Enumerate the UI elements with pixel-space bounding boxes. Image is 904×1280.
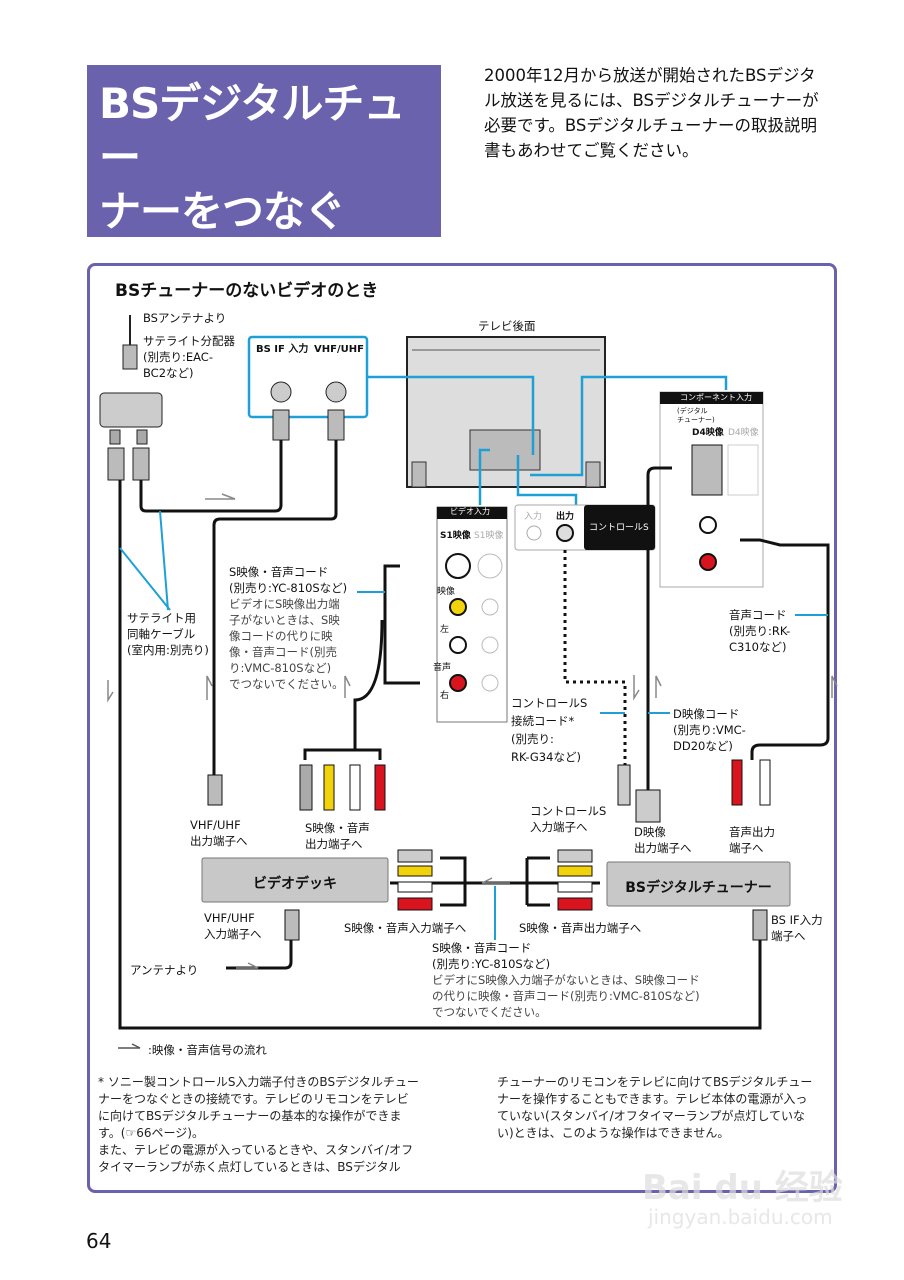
intro-text: 2000年12月から放送が開始されたBSデジタ ル放送を見るには、BSデジタルチ…	[484, 66, 819, 160]
s-video-audio-in-label: S映像・音声入力端子へ	[344, 921, 467, 935]
d4-video-2-label: D4映像	[728, 428, 759, 438]
right-label: 右	[440, 691, 450, 701]
page-title: BSデジタルチュー ナーをつなぐ	[99, 79, 405, 236]
bottom-cord-note: ビデオにS映像入力端子がないときは、S映像コード の代りに映像・音声コード(別売…	[432, 973, 700, 1019]
bs-if-input-label: BS IF 入力	[256, 344, 309, 355]
vhf-uhf-out-label: VHF/UHF 出力端子へ	[190, 818, 248, 848]
d4-video-1-label: D4映像	[692, 428, 724, 438]
footnote-left: * ソニー製コントロールS入力端子付きのBSデジタルチュー ナーをつなぐときの接…	[98, 1075, 419, 1174]
bs-tuner-label: BSデジタルチューナー	[625, 880, 772, 896]
baidu-watermark-url: jingyan.baidu.com	[648, 1205, 833, 1229]
audio-out-label: 音声出力 端子へ	[729, 825, 775, 855]
footnote-right: チューナーのリモコンをテレビに向けてBSデジタルチュー ナーを操作することもでき…	[497, 1075, 813, 1140]
vhf-uhf-in-label: VHF/UHF 入力端子へ	[204, 911, 262, 941]
bs-antenna-label: BSアンテナより	[143, 311, 227, 325]
left-label: 左	[440, 625, 450, 635]
audio-cord-label: 音声コード (別売り:RK- C310など)	[729, 608, 791, 654]
section-title: BSチューナーのないビデオのとき	[115, 281, 379, 301]
from-antenna-label: アンテナより	[130, 963, 199, 977]
audio-label: 音声	[433, 663, 452, 673]
d-video-cord-label: D映像コード (別売り:VMC- DD20など)	[673, 707, 746, 753]
control-s-cord-label: コントロールS 接続コード* (別売り: RK-G34など)	[511, 696, 588, 764]
d-video-out-label: D映像 出力端子へ	[634, 825, 692, 855]
video-deck-label: ビデオデッキ	[253, 876, 337, 892]
video-label: 映像	[437, 587, 456, 597]
tv-rear-illustration	[406, 336, 606, 488]
s-video-cord-title: S映像・音声コード (別売り:YC-810Sなど)	[229, 565, 348, 595]
control-out-label: 出力	[556, 512, 575, 522]
s-video-cord-note: ビデオにS映像出力端 子がないときは、S映 像コードの代りに映 像・音声コード(…	[229, 597, 344, 691]
control-s-label: コントロールS	[589, 523, 649, 533]
control-s-in-label: コントロールS 入力端子へ	[530, 804, 607, 834]
diagram-frame	[87, 263, 837, 1193]
video-input-panel	[436, 506, 508, 723]
splitter-label: サテライト分配器 (別売り:EAC- BC2など)	[143, 334, 235, 380]
bs-tuner-box	[606, 861, 791, 907]
bottom-cord-title: S映像・音声コード (別売り:YC-810Sなど)	[432, 941, 551, 971]
satellite-cable-label: サテライト用 同軸ケーブル (室内用:別売り)	[127, 611, 209, 657]
control-in-label: 入力	[524, 512, 543, 522]
vhf-uhf-port-label: VHF/UHF	[314, 344, 364, 355]
page-number: 64	[86, 1229, 112, 1253]
component-input-panel	[659, 391, 764, 588]
signal-flow-legend: :映像・音声信号の流れ	[148, 1043, 267, 1057]
bs-if-in-label: BS IF入力 端子へ	[771, 913, 823, 943]
title-block: BSデジタルチュー ナーをつなぐ	[87, 65, 441, 237]
tv-rear-label: テレビ後面	[478, 319, 536, 333]
satellite-splitter	[99, 315, 163, 481]
s1-video-1-label: S1映像	[440, 531, 471, 541]
digital-tuner-label: (デジタル チューナー)	[677, 407, 715, 424]
s-video-audio-out-label: S映像・音声 出力端子へ	[305, 821, 370, 851]
video-input-label: ビデオ入力	[450, 507, 490, 516]
s1-video-3-label: S1映像	[474, 531, 504, 541]
baidu-watermark: Bai du 经验	[642, 1168, 843, 1208]
video-deck-box	[201, 857, 389, 903]
component-input-label: コンポーネント入力	[680, 393, 752, 402]
s-video-audio-out2-label: S映像・音声出力端子へ	[519, 921, 642, 935]
